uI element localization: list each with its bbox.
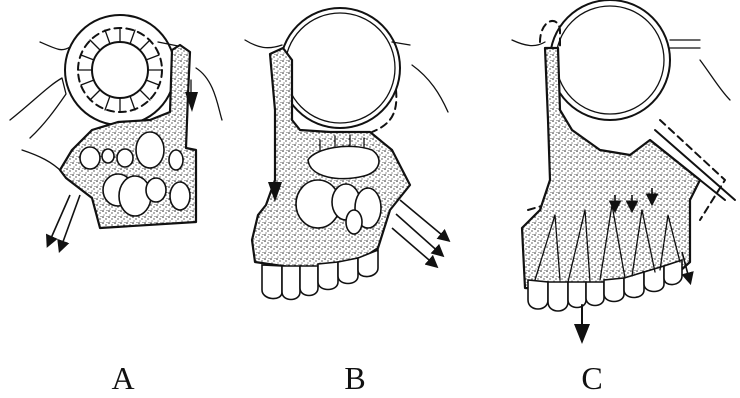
panel-c-dashed-nasal-outline (540, 21, 560, 48)
panel-b-growth-arrow-1 (400, 200, 448, 240)
panel-b-growth-arrow-2 (396, 214, 442, 255)
panel-label-c: C (572, 362, 612, 394)
panel-c-orbit (550, 0, 670, 120)
panel-b-sinus (308, 146, 379, 178)
panel-a-skull-contour-left (10, 78, 66, 138)
panel-b-drawing (245, 8, 448, 300)
panel-label-a: A (103, 362, 143, 394)
panel-b-orbit (280, 8, 400, 128)
panel-c-skull-contour-right (700, 60, 730, 100)
panel-a-orbit-radial-ticks (78, 28, 162, 112)
panel-c-orbit-rim (556, 6, 664, 114)
panel-a-growth-arrow-1 (60, 195, 80, 250)
panel-b-growth-arrow-3 (392, 228, 436, 266)
panel-a-skull-contour-lower (22, 150, 62, 172)
panel-c-maxilla-bone (522, 48, 700, 292)
panel-a-growth-arrow-2 (48, 195, 70, 245)
panel-label-b: B (335, 362, 375, 394)
panel-b-skull-contour-right (412, 65, 448, 112)
panel-a-drawing (10, 15, 222, 250)
panel-a-skull-contour-top (40, 42, 70, 50)
panel-b-orbit-rim (285, 13, 395, 123)
panel-c-drawing (512, 0, 735, 344)
panel-b-skull-contour-top (245, 40, 410, 48)
